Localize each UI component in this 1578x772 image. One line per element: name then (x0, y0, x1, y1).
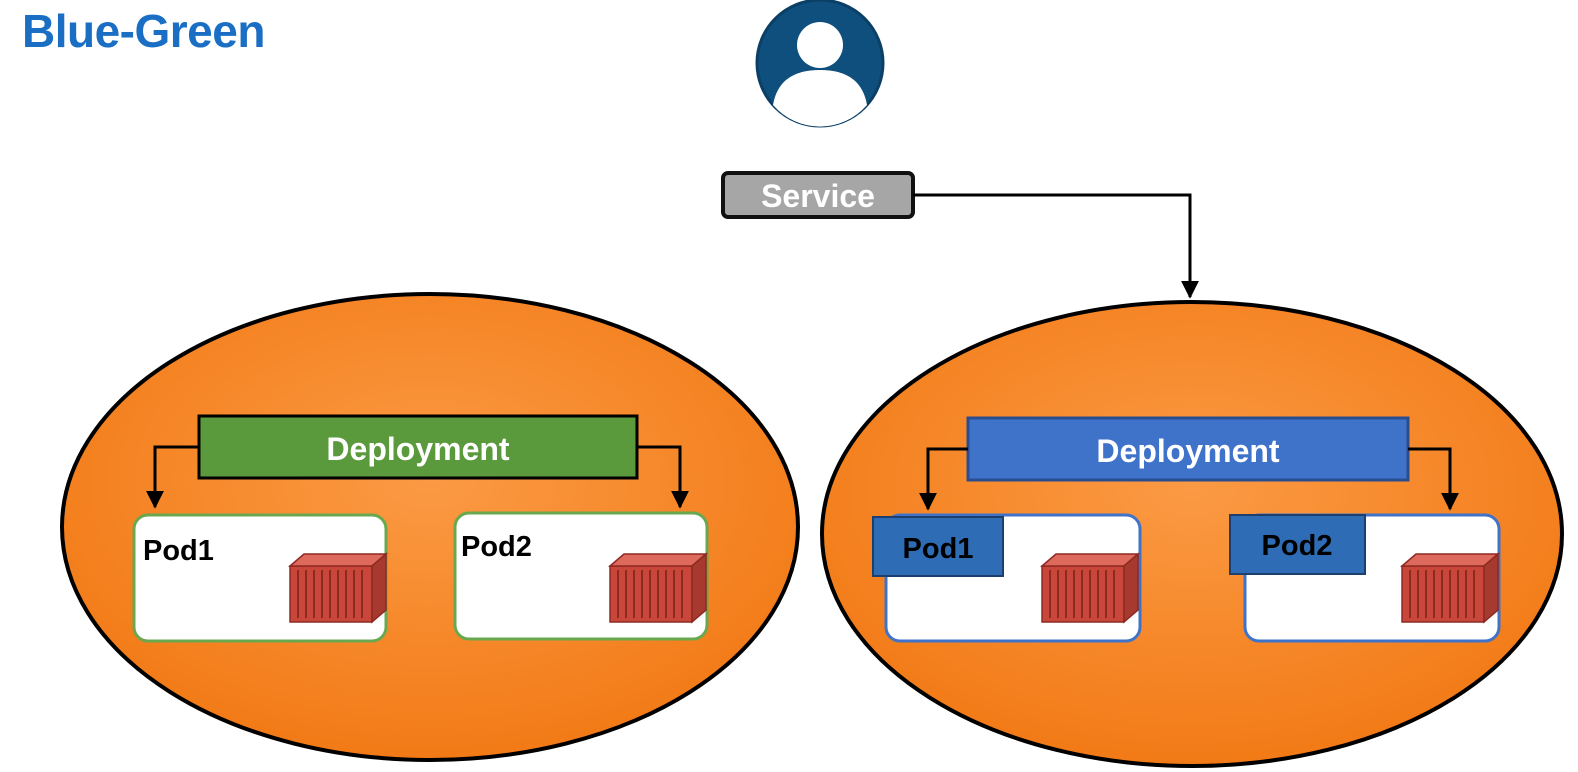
green-cluster: Deployment Pod1 Pod2 (60, 292, 800, 762)
service-label: Service (761, 178, 875, 214)
blue-pod2[interactable]: Pod2 (1229, 513, 1501, 643)
page-title: Blue-Green (22, 5, 265, 57)
blue-arrow-pod2 (1408, 447, 1459, 511)
green-deployment-box[interactable] (197, 414, 639, 480)
green-arrow-pod1 (146, 445, 199, 509)
container-icon (609, 553, 707, 623)
blue-deployment-label: Deployment (1096, 433, 1279, 469)
service-box[interactable]: Service (721, 171, 915, 219)
container-icon (1041, 553, 1139, 623)
blue-cluster: Deployment Pod1 Pod2 (820, 300, 1564, 768)
green-pod2[interactable]: Pod2 (453, 511, 709, 641)
blue-pod1[interactable]: Pod1 (872, 513, 1142, 643)
blue-pod2-label: Pod2 (1262, 530, 1333, 562)
green-pod2-label: Pod2 (461, 531, 532, 563)
green-pod1[interactable]: Pod1 (132, 513, 388, 643)
service-route-arrow (913, 193, 1199, 299)
container-icon (1401, 553, 1499, 623)
green-arrow-pod2 (637, 445, 689, 509)
blue-pod1-label: Pod1 (903, 533, 974, 565)
blue-arrow-pod1 (919, 447, 968, 511)
container-icon (289, 553, 387, 623)
user-icon (755, 0, 885, 128)
green-pod1-label: Pod1 (143, 535, 214, 567)
green-deployment-label: Deployment (326, 431, 509, 467)
